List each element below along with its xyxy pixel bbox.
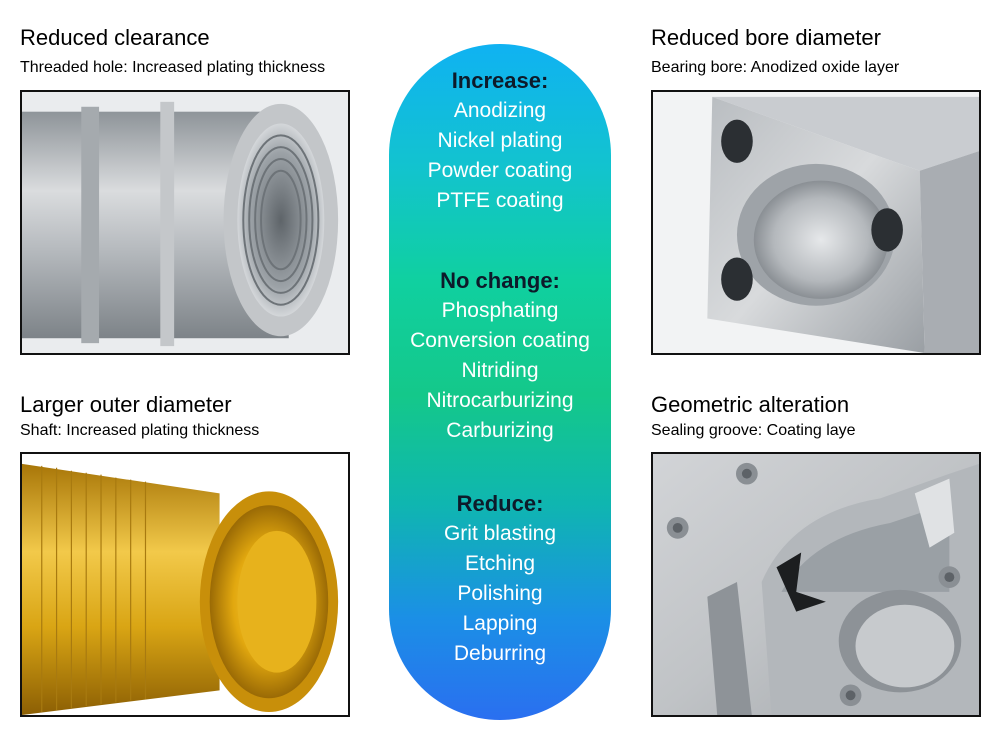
list-item: PTFE coating — [436, 189, 564, 212]
panel-title-larger-outer-diameter: Larger outer diameter — [20, 392, 232, 417]
list-item: Deburring — [453, 642, 547, 665]
panel-title-reduced-bore-diameter: Reduced bore diameter — [651, 25, 881, 50]
panel-subtitle-bearing-bore: Bearing bore: Anodized oxide layer — [651, 59, 900, 76]
no-change-group: No change: Phosphating Conversion coatin… — [389, 266, 611, 446]
list-item: Conversion coating — [410, 329, 590, 352]
increase-heading: Increase: — [451, 68, 549, 93]
list-item: Anodizing — [453, 99, 547, 122]
bearing-block-photo — [651, 90, 981, 355]
list-item: Phosphating — [441, 299, 559, 322]
list-item: Nickel plating — [437, 129, 563, 152]
reduce-group: Reduce: Grit blasting Etching Polishing … — [389, 489, 611, 669]
threaded-tube-photo — [20, 90, 350, 355]
list-item: Nitrocarburizing — [426, 389, 574, 412]
list-item: Nitriding — [461, 359, 539, 382]
machined-plate-photo — [651, 452, 981, 717]
list-item: Polishing — [457, 582, 543, 605]
list-item: Etching — [464, 552, 536, 575]
brass-shaft-photo — [20, 452, 350, 717]
reduce-heading: Reduce: — [456, 491, 544, 516]
list-item: Grit blasting — [443, 522, 557, 545]
panel-title-geometric-alteration: Geometric alteration — [651, 392, 850, 417]
surface-treatment-pill: Increase: Anodizing Nickel plating Powde… — [389, 44, 611, 720]
panel-subtitle-sealing-groove: Sealing groove: Coating laye — [651, 422, 856, 439]
list-item: Lapping — [462, 612, 538, 635]
list-item: Powder coating — [427, 159, 573, 182]
no-change-heading: No change: — [440, 268, 560, 293]
list-item: Carburizing — [446, 419, 554, 442]
panel-subtitle-threaded-hole: Threaded hole: Increased plating thickne… — [20, 59, 326, 76]
increase-group: Increase: Anodizing Nickel plating Powde… — [389, 66, 611, 216]
panel-title-reduced-clearance: Reduced clearance — [20, 25, 210, 50]
panel-subtitle-shaft: Shaft: Increased plating thickness — [20, 422, 260, 439]
